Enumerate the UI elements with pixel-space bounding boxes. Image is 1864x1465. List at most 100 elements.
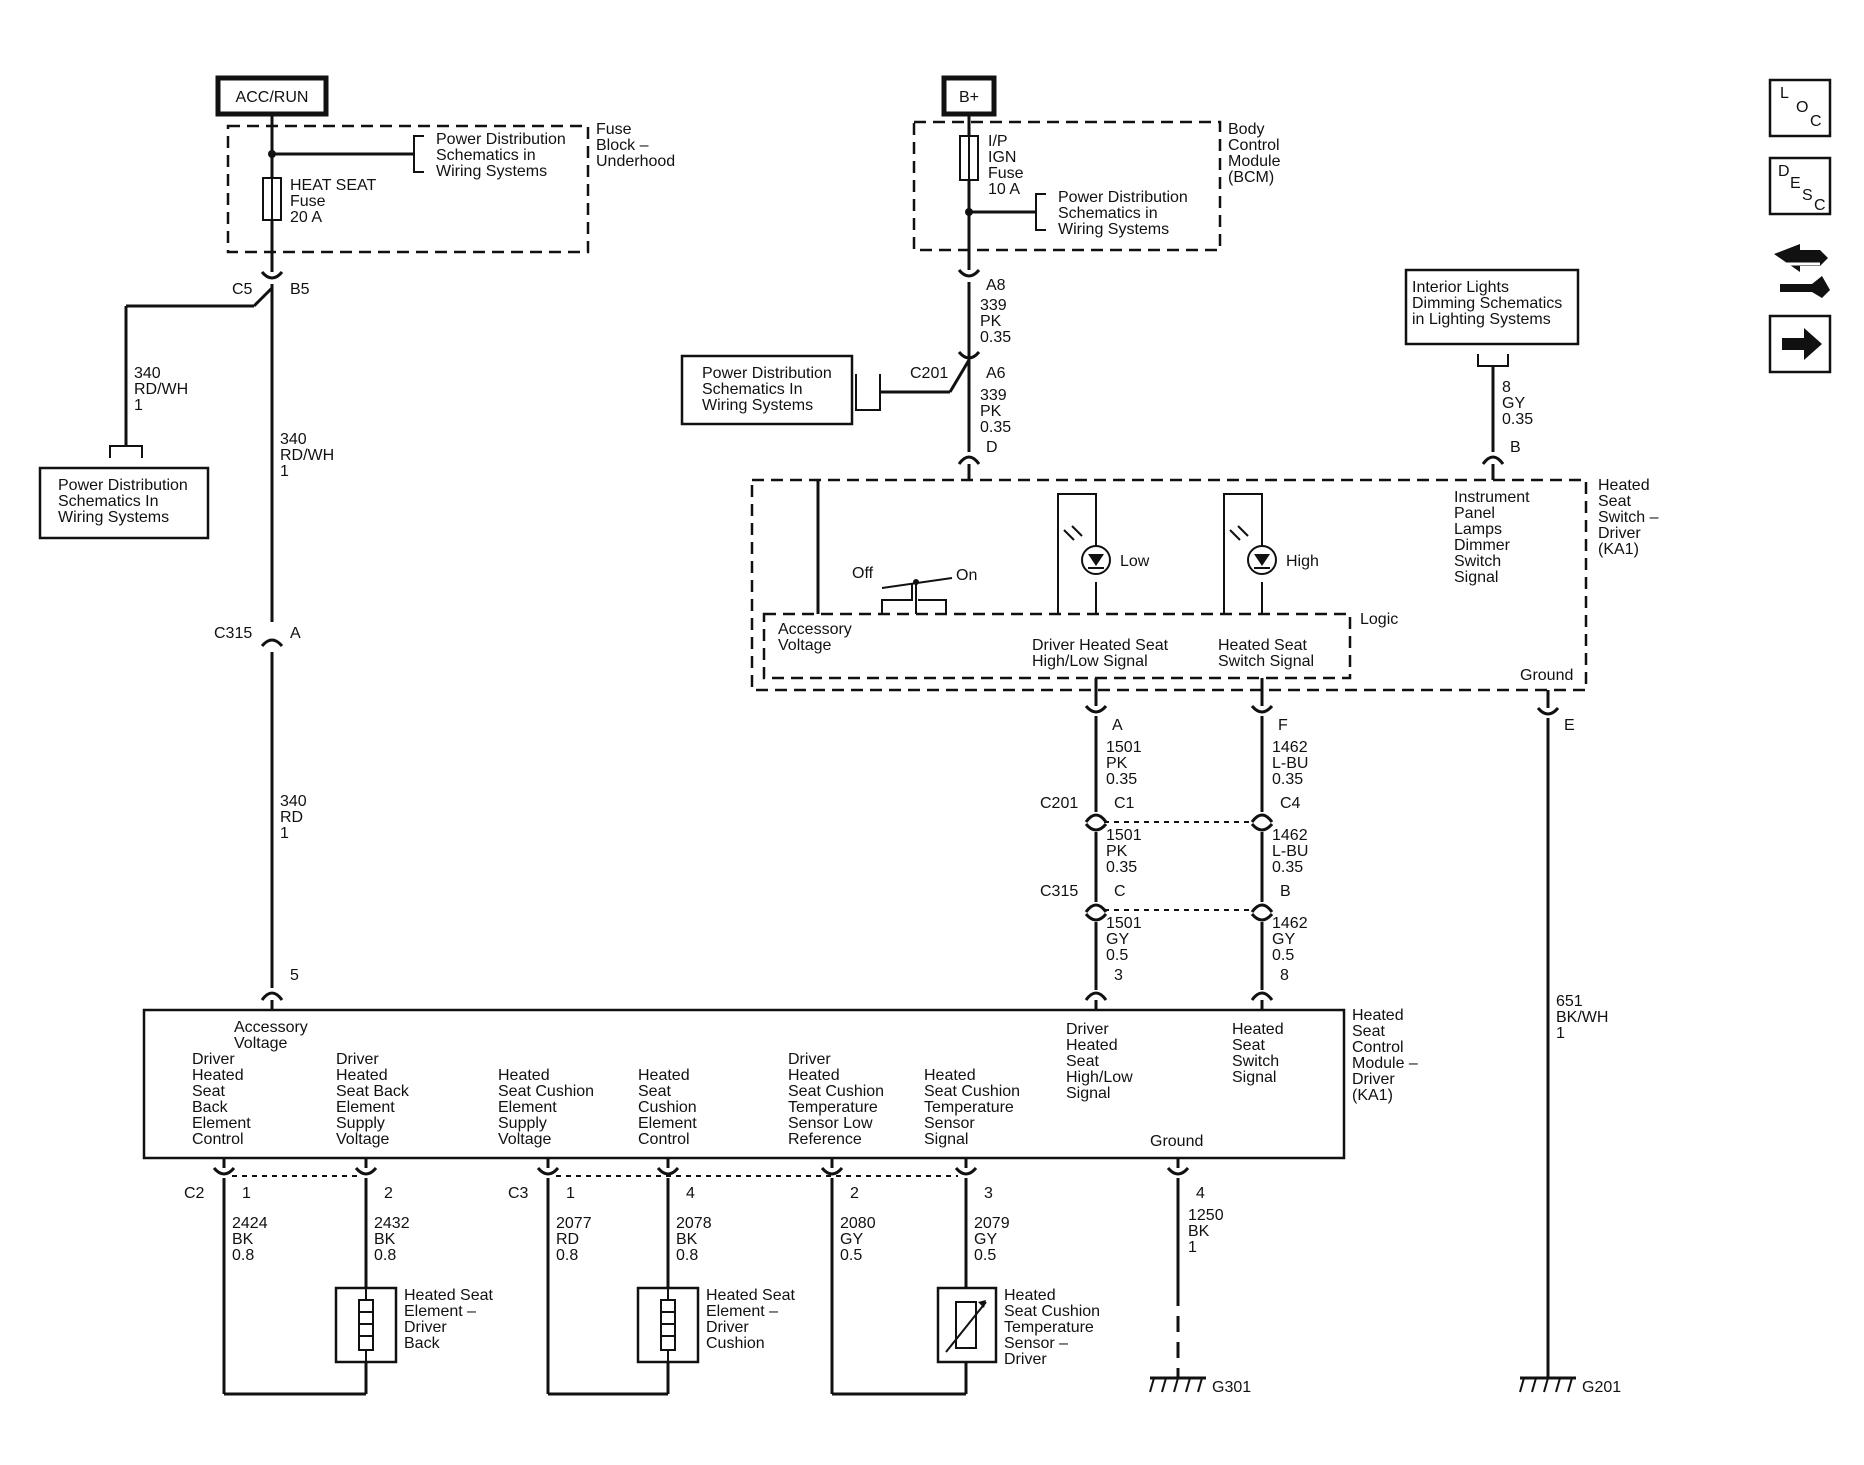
pin-c1: C1 [1114,795,1135,812]
svg-text:C: C [1810,113,1822,130]
pin-d: D [986,439,998,456]
connector-c315-left: C315 [214,625,252,642]
ground-g201-label: G201 [1582,1379,1621,1396]
ground-g301-label: G301 [1212,1379,1251,1396]
power-distribution-ref-left [38,466,210,540]
ground-g201-icon [1519,1376,1576,1393]
module-title: Heated Seat Control Module – Driver (KA1… [1352,1007,1422,1104]
switch-on-label: On [956,567,977,584]
module-temp-signal: Heated Seat Cushion Temperature Sensor S… [924,1067,1025,1148]
svg-text:L: L [1780,85,1789,102]
switch-title: Heated Seat Switch – Driver (KA1) [1598,477,1663,558]
wire-1462-b: 1462 L-BU 0.35 [1272,827,1313,876]
pin-ground-4: 4 [1196,1185,1205,1202]
module-ground-label: Ground [1150,1133,1203,1150]
heat-seat-fuse-label: HEAT SEAT Fuse 20 A [290,177,380,226]
body-control-module [912,120,1222,252]
bcm-title: Body Control Module (BCM) [1228,121,1285,186]
module-cushion-control: Heated Seat Cushion Element Control [638,1067,701,1148]
cushion-element-label: Heated Seat Element – Driver Cushion [706,1287,799,1352]
svg-text:S: S [1802,187,1813,204]
b-plus-label: B+ [959,89,979,106]
wire-2077: 2077 RD 0.8 [556,1215,596,1264]
wire-2432: 2432 BK 0.8 [374,1215,414,1264]
module-hl-signal: Driver Heated Seat High/Low Signal [1066,1021,1137,1102]
ref-dim-text: Interior Lights Dimming Schematics in Li… [1412,279,1567,328]
back-element-label: Heated Seat Element – Driver Back [404,1287,497,1352]
wire-340-rdwh-main: 340 RD/WH 1 [280,431,339,480]
pin-c4: C4 [1280,795,1301,812]
wire-1462-a: 1462 L-BU 0.35 [1272,739,1313,788]
pin-c3-4: 4 [686,1185,695,1202]
pin-a-switch: A [1112,717,1123,734]
arrow-right-icon [1782,328,1822,360]
ip-ign-fuse-label: I/P IGN Fuse 10 A [988,133,1028,198]
power-distribution-ref-mid [680,354,854,426]
loc-button[interactable]: L O C [1768,78,1832,138]
ref-mid-text: Power Distribution Schematics In Wiring … [702,365,836,414]
pin-c2-2: 2 [384,1185,393,1202]
pin-c3-1: 1 [566,1185,575,1202]
connector-c315-right: C315 [1040,883,1078,900]
dimmer-signal-label: Instrument Panel Lamps Dimmer Switch Sig… [1454,489,1534,586]
wire-8-gy: 8 GY 0.35 [1502,379,1533,428]
pin-b5: B5 [290,281,310,298]
connector-c201-lower: C201 [1040,795,1078,812]
next-arrow-button[interactable] [1768,314,1832,374]
module-cushion-supply: Heated Seat Cushion Element Supply Volta… [498,1067,599,1148]
svg-text:C: C [1814,197,1826,214]
ground-g301-icon [1149,1376,1206,1393]
pin-e: E [1564,717,1575,734]
pin-b-top: B [1510,439,1521,456]
off-on-switch [881,577,953,614]
fuse-block-title: Fuse Block – Underhood [596,121,675,170]
desc-button[interactable]: D E S C [1768,156,1832,216]
switch-ground-label: Ground [1520,667,1573,684]
pin-c2-1: 1 [242,1185,251,1202]
svg-text:O: O [1796,99,1808,116]
module-sw-signal: Heated Seat Switch Signal [1232,1021,1288,1086]
interior-lights-dimming-ref [1404,268,1580,346]
bcm-ref: Power Distribution Schematics in Wiring … [1058,189,1192,238]
temp-sensor-label: Heated Seat Cushion Temperature Sensor –… [1004,1287,1105,1368]
logic-label: Logic [1360,611,1398,628]
wire-2079: 2079 GY 0.5 [974,1215,1014,1264]
pin-a-left: A [290,625,301,642]
connector-c3: C3 [508,1185,529,1202]
wire-1501-c: 1501 GY 0.5 [1106,915,1146,964]
connector-c2: C2 [184,1185,205,1202]
pin-c3-3: 3 [984,1185,993,1202]
pin-5: 5 [290,967,299,984]
module-back-control: Driver Heated Seat Back Element Control [192,1051,255,1148]
wire-339-a: 339 PK 0.35 [980,297,1011,346]
ref-left-text: Power Distribution Schematics In Wiring … [58,477,192,526]
connector-c201-top: C201 [910,365,948,382]
module-back-supply: Driver Heated Seat Back Element Supply V… [336,1051,413,1148]
wire-2424: 2424 BK 0.8 [232,1215,272,1264]
wire-1501-b: 1501 PK 0.35 [1106,827,1146,876]
pin-a8: A8 [986,277,1006,294]
switch-hl-signal: Driver Heated Seat High/Low Signal [1032,637,1173,670]
wire-651-bkwh: 651 BK/WH 1 [1556,993,1613,1042]
pin-a6: A6 [986,365,1006,382]
wire-340-rd: 340 RD 1 [280,793,311,842]
pin-c3-2: 2 [850,1185,859,1202]
switch-sw-signal: Heated Seat Switch Signal [1218,637,1314,670]
switch-accessory-voltage: Accessory Voltage [778,621,856,654]
fuse-block-ref: Power Distribution Schematics in Wiring … [436,131,570,180]
heated-seat-switch-driver [750,478,1588,692]
wire-2080: 2080 GY 0.5 [840,1215,880,1264]
wire-1250-bk: 1250 BK 1 [1188,1207,1228,1256]
pin-b-c315: B [1280,883,1291,900]
wire-1501-a: 1501 PK 0.35 [1106,739,1146,788]
svg-text:D: D [1778,163,1790,180]
pin-c: C [1114,883,1126,900]
heated-seat-control-module-driver [142,1008,1346,1160]
module-accessory-voltage: Accessory Voltage [234,1019,312,1052]
wire-1462-c: 1462 GY 0.5 [1272,915,1312,964]
pin-f: F [1278,717,1288,734]
module-temp-low-ref: Driver Heated Seat Cushion Temperature S… [788,1051,889,1148]
connector-tool-icon[interactable] [1774,244,1830,298]
low-label: Low [1120,553,1150,570]
